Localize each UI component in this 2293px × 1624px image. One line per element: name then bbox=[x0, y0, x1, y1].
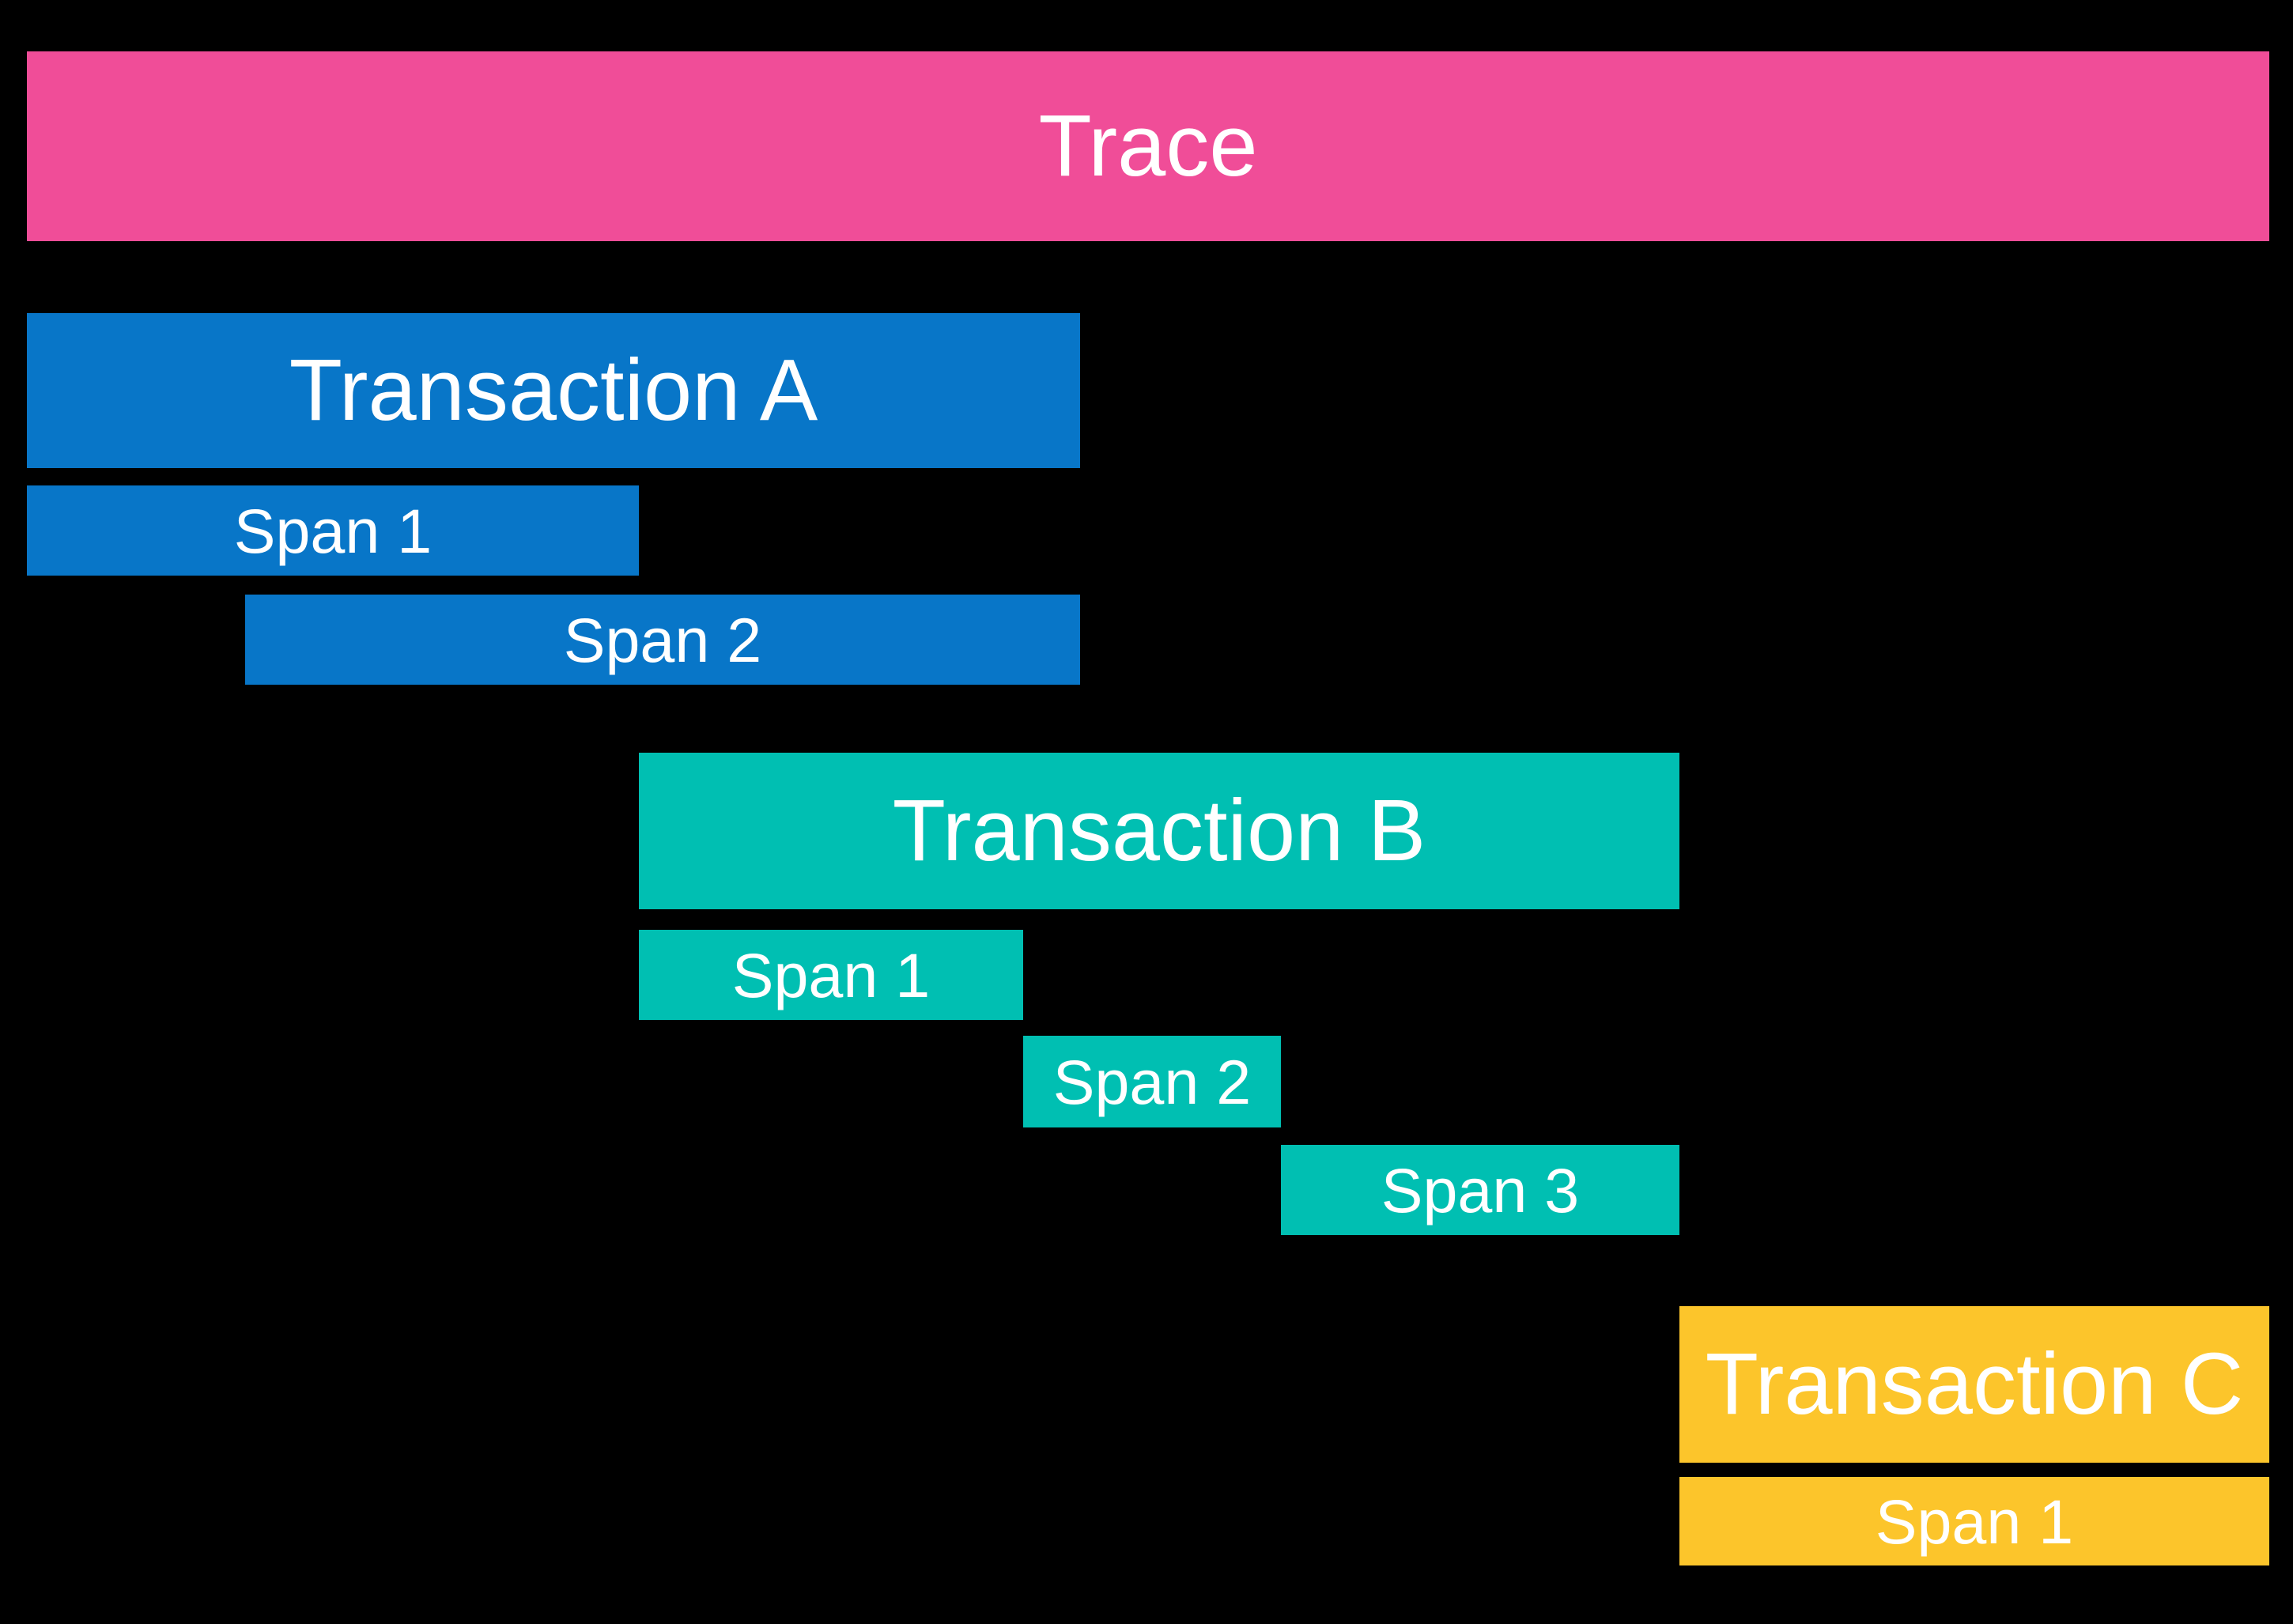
trace-bar: Trace bbox=[27, 51, 2269, 241]
transaction-c-span-1-label: Span 1 bbox=[1875, 1486, 2074, 1557]
transaction-a-bar: Transaction A bbox=[27, 313, 1080, 468]
transaction-b-span-1-label: Span 1 bbox=[731, 939, 931, 1010]
transaction-b-span-2-bar: Span 2 bbox=[1023, 1036, 1281, 1127]
transaction-b-bar: Transaction B bbox=[639, 753, 1679, 909]
transaction-a-label: Transaction A bbox=[289, 342, 818, 439]
transaction-b-span-3-label: Span 3 bbox=[1381, 1154, 1580, 1226]
transaction-a-span-2-bar: Span 2 bbox=[245, 595, 1080, 685]
transaction-c-span-1-bar: Span 1 bbox=[1679, 1477, 2269, 1565]
trace-label: Trace bbox=[1038, 97, 1258, 195]
transaction-c-label: Transaction C bbox=[1705, 1335, 2244, 1433]
transaction-b-label: Transaction B bbox=[892, 782, 1426, 879]
transaction-a-span-1-bar: Span 1 bbox=[27, 485, 639, 576]
transaction-b-span-3-bar: Span 3 bbox=[1281, 1145, 1679, 1235]
transaction-b-span-1-bar: Span 1 bbox=[639, 930, 1023, 1020]
transaction-b-span-2-label: Span 2 bbox=[1052, 1046, 1252, 1117]
transaction-c-bar: Transaction C bbox=[1679, 1306, 2269, 1463]
transaction-a-span-1-label: Span 1 bbox=[233, 495, 433, 566]
transaction-a-span-2-label: Span 2 bbox=[563, 604, 762, 675]
